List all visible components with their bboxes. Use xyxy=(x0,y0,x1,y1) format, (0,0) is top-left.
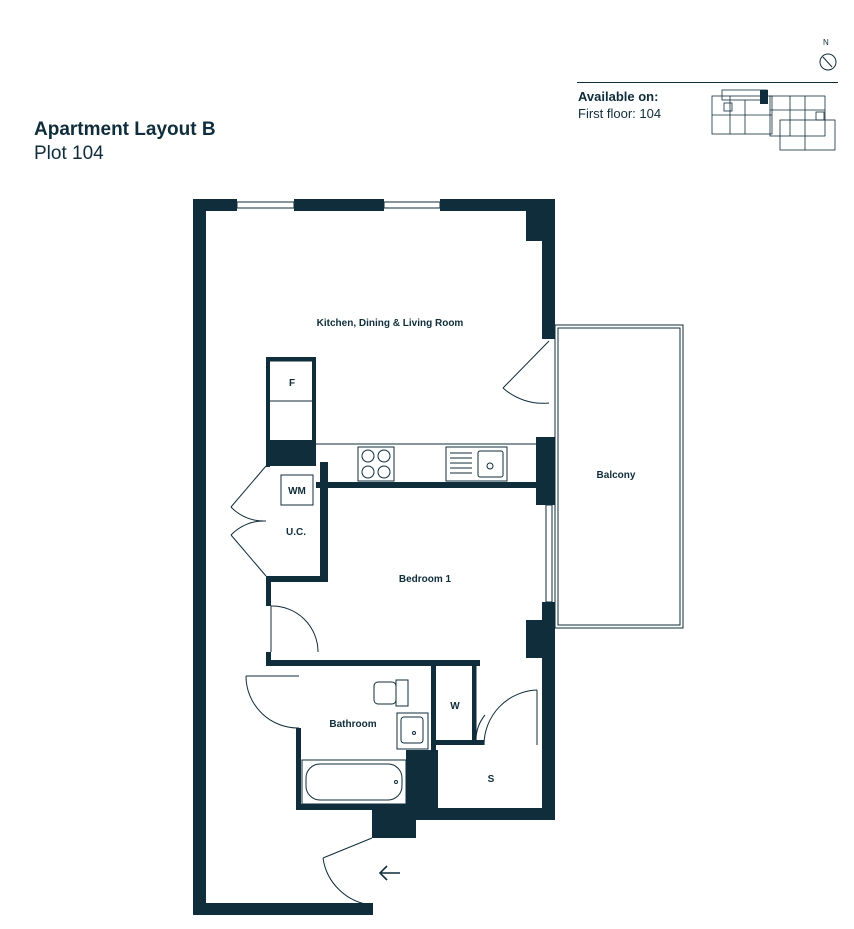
plot-number: Plot 104 xyxy=(34,143,104,164)
plan-title: Apartment Layout B xyxy=(34,119,216,140)
room-label-balcony: Balcony xyxy=(597,470,636,481)
label-wardrobe: W xyxy=(450,701,460,712)
doors xyxy=(230,340,550,906)
key-plan xyxy=(711,89,836,151)
basin-icon xyxy=(396,712,429,750)
washing-machine-icon xyxy=(280,474,314,506)
bath-icon xyxy=(301,759,407,805)
availability-divider xyxy=(577,82,838,83)
outer-walls xyxy=(193,199,555,915)
room-label-bathroom: Bathroom xyxy=(329,719,376,730)
entrance-arrow-icon xyxy=(378,865,400,881)
hob-icon xyxy=(357,446,395,482)
key-plan-highlight xyxy=(760,90,768,104)
availability-floor: First floor: 104 xyxy=(578,106,662,121)
compass-north-label: N xyxy=(823,38,829,47)
toilet-icon xyxy=(373,679,409,707)
availability-label: Available on: xyxy=(578,89,659,104)
kitchen-sink-icon xyxy=(445,446,508,482)
compass-icon xyxy=(819,53,837,71)
room-label-bedroom: Bedroom 1 xyxy=(399,574,452,585)
room-label-living: Kitchen, Dining & Living Room xyxy=(317,318,464,329)
label-fridge: F xyxy=(289,378,295,389)
windows xyxy=(236,201,553,603)
label-washing-machine: WM xyxy=(288,486,306,497)
kitchen-worktop xyxy=(267,360,536,445)
room-label-uc: U.C. xyxy=(286,527,306,538)
label-store: S xyxy=(488,774,495,785)
